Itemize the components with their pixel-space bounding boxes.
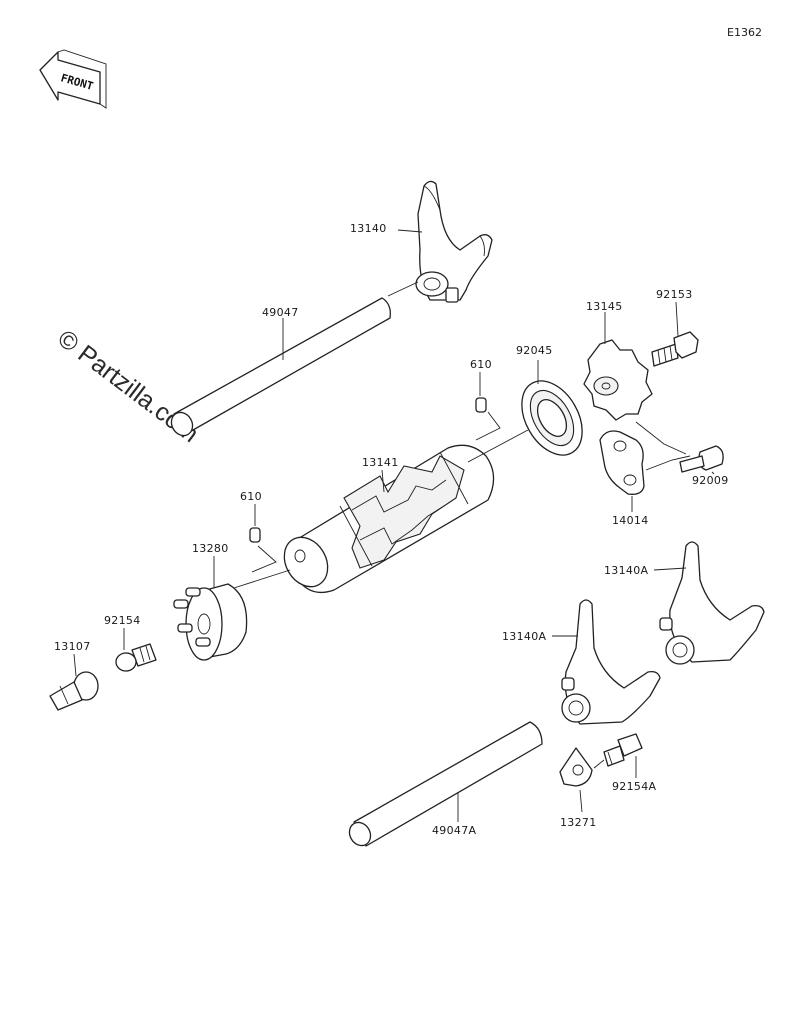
plate-14014 <box>599 430 645 495</box>
label-610-lower: 610 <box>240 490 262 503</box>
front-arrow-icon: FRONT <box>39 49 107 109</box>
label-13140: 13140 <box>350 222 387 235</box>
bolt-92154 <box>115 643 157 672</box>
label-92154A: 92154A <box>612 780 656 793</box>
label-13280: 13280 <box>192 542 229 555</box>
bolt-92154A <box>603 733 643 767</box>
label-610-upper: 610 <box>470 358 492 371</box>
bolt-92153 <box>651 331 699 367</box>
shift-rod-49047 <box>170 297 391 437</box>
screw-92009 <box>679 445 724 473</box>
label-13145: 13145 <box>586 300 623 313</box>
label-13140A-upper: 13140A <box>604 564 648 577</box>
bearing-92045 <box>521 380 583 456</box>
dowel-pin-610-upper <box>475 397 487 413</box>
label-14014: 14014 <box>612 514 649 527</box>
label-13107: 13107 <box>54 640 91 653</box>
stopper-13107 <box>49 671 99 711</box>
dowel-pin-610-lower <box>249 527 261 543</box>
label-49047: 49047 <box>262 306 299 319</box>
plate-13271 <box>559 747 593 787</box>
part-labels: 13140 49047 13145 92153 610 92045 13141 … <box>54 222 729 837</box>
label-92009: 92009 <box>692 474 729 487</box>
shift-fork-13140A-lower <box>561 599 661 725</box>
shift-rod-49047A <box>348 721 543 847</box>
shift-fork-13140 <box>415 180 493 303</box>
label-92045: 92045 <box>516 344 553 357</box>
label-92154: 92154 <box>104 614 141 627</box>
label-13140A-lower: 13140A <box>502 630 546 643</box>
diagram-code: E1362 <box>727 26 762 39</box>
shift-fork-13140A-upper <box>659 541 765 665</box>
pin-holder-13280 <box>173 583 248 661</box>
label-13271: 13271 <box>560 816 597 829</box>
label-92153: 92153 <box>656 288 693 301</box>
shift-drum-13141 <box>283 444 495 594</box>
label-13141: 13141 <box>362 456 399 469</box>
label-49047A: 49047A <box>432 824 476 837</box>
drum-cam-13145 <box>583 339 653 421</box>
